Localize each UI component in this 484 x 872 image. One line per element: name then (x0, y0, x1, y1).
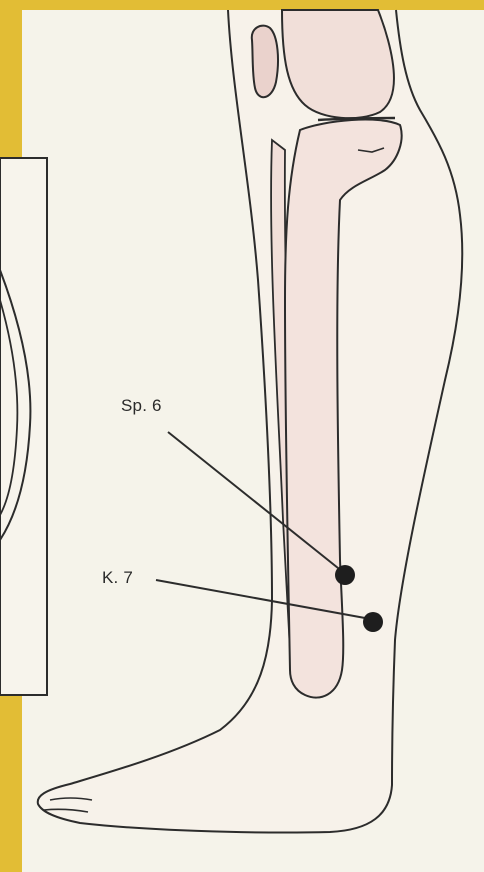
patella-bone (252, 26, 278, 98)
k7-point-marker (363, 612, 383, 632)
k7-label: K. 7 (102, 568, 133, 588)
sp6-point-marker (335, 565, 355, 585)
inset-panel (0, 158, 47, 695)
sp6-label: Sp. 6 (121, 396, 162, 416)
